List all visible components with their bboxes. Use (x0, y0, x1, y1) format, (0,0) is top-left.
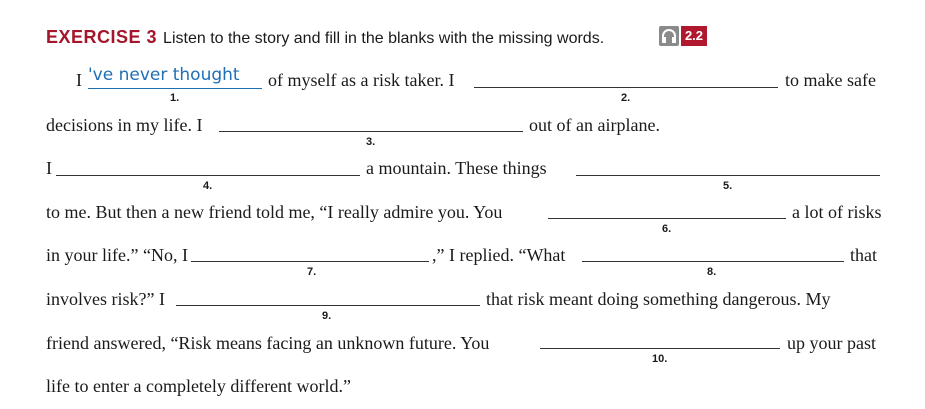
blank-3[interactable] (219, 131, 523, 132)
headphones-icon (659, 26, 679, 46)
story-text: I (46, 158, 52, 178)
story-text: friend answered, “Risk means facing an u… (46, 333, 490, 353)
exercise-label: EXERCISE 3 (46, 27, 158, 47)
blank-number: 4. (203, 180, 213, 192)
story-text: that (850, 245, 877, 265)
audio-track-button[interactable]: 2.2 (659, 26, 707, 46)
blank-number: 3. (366, 136, 376, 148)
exercise-header: EXERCISE 3 Listen to the story and fill i… (46, 27, 604, 48)
story-text: a mountain. These things (366, 158, 547, 178)
blank-9[interactable] (176, 305, 480, 306)
story-text: decisions in my life. I (46, 115, 203, 135)
story-text: ,” I replied. “What (432, 245, 566, 265)
blank-number: 1. (170, 92, 180, 104)
example-answer: 've never thought (88, 65, 240, 85)
story-text: I (76, 70, 82, 90)
blank-number: 9. (322, 310, 332, 322)
blank-number: 2. (621, 92, 631, 104)
blank-number: 6. (662, 223, 672, 235)
blank-7[interactable] (191, 261, 429, 262)
story-text: to me. But then a new friend told me, “I… (46, 202, 503, 222)
blank-number: 10. (652, 353, 668, 365)
blank-8[interactable] (582, 261, 844, 262)
story-text: to make safe (785, 70, 876, 90)
story-text: involves risk?” I (46, 289, 165, 309)
story-text: that risk meant doing something dangerou… (486, 289, 831, 309)
story-text: of myself as a risk taker. I (268, 70, 455, 90)
blank-4[interactable] (56, 175, 360, 176)
blank-10[interactable] (540, 348, 780, 349)
story-text: life to enter a completely different wor… (46, 376, 352, 396)
blank-number: 5. (723, 180, 733, 192)
story-text: out of an airplane. (529, 115, 660, 135)
blank-number: 8. (707, 266, 717, 278)
blank-1 (88, 88, 262, 89)
blank-2[interactable] (474, 87, 778, 88)
blank-5[interactable] (576, 175, 880, 176)
story-text: in your life.” “No, I (46, 245, 188, 265)
story-text: up your past (787, 333, 876, 353)
blank-6[interactable] (548, 218, 786, 219)
instruction-text: Listen to the story and fill in the blan… (163, 30, 605, 47)
story-text: a lot of risks (792, 202, 882, 222)
audio-track-number: 2.2 (681, 26, 707, 46)
blank-number: 7. (307, 266, 317, 278)
